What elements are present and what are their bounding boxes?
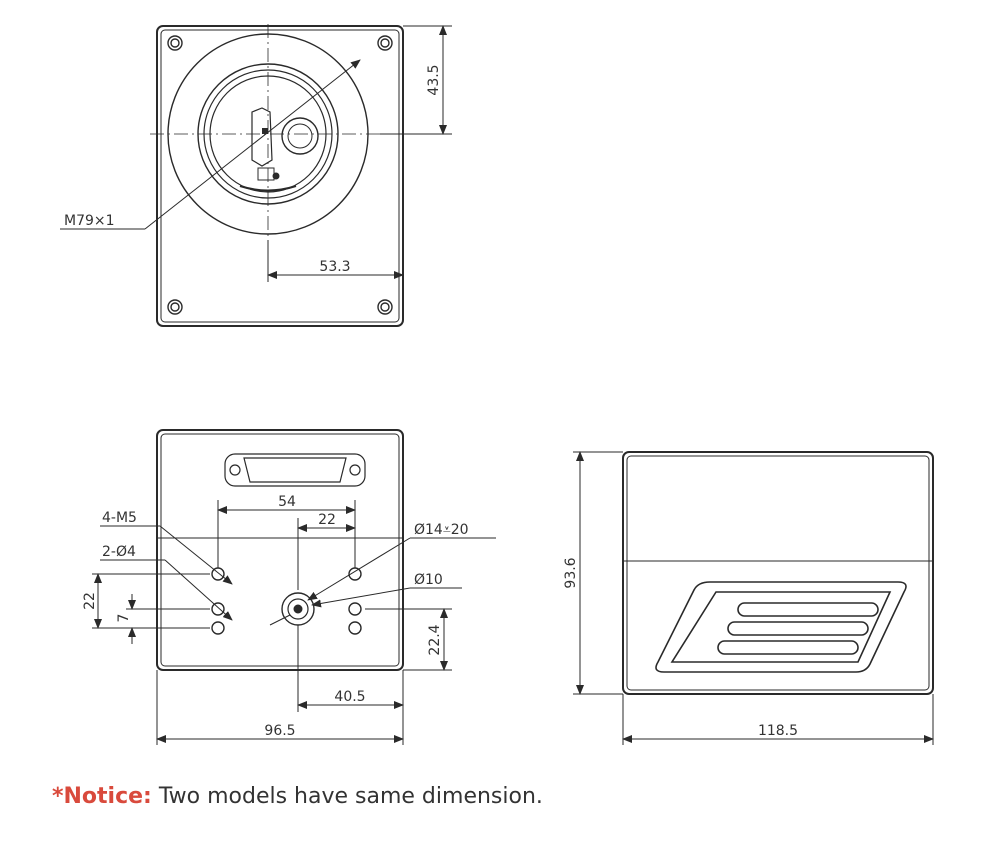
front-thread-label: M79×1 [64, 213, 115, 229]
rear-body-outline [156, 429, 404, 671]
corner-screws [167, 35, 393, 315]
rear-bore-label: Ø14⩡20 [414, 522, 469, 538]
front-dim-width-label: 53.3 [319, 259, 350, 275]
front-dim-height-label: 43.5 [426, 64, 442, 95]
rear-dim-7-label: 7 [116, 614, 132, 623]
rear-phi10-label: Ø10 [414, 572, 443, 588]
rear-dim-22-4-label: 22.4 [427, 624, 443, 655]
notice-text: Two models have same dimension. [158, 784, 543, 809]
heatsink-fin-logo [655, 581, 907, 673]
side-body-outline [622, 451, 934, 695]
notice-label: *Notice: [52, 784, 152, 809]
side-dim-length-label: 118.5 [758, 723, 798, 739]
notice-line: *Notice: Two models have same dimension. [52, 784, 543, 809]
db-connector [224, 453, 366, 487]
rear-dim-22-left-label: 22 [82, 592, 98, 610]
rear-dim-96-5-label: 96.5 [264, 723, 295, 739]
sensor-detail [239, 185, 297, 192]
rear-dim-22-top-label: 22 [318, 512, 336, 528]
rear-phi4-holes-label: 2-Ø4 [102, 544, 136, 560]
side-view [573, 451, 934, 745]
rear-dim-40-5-label: 40.5 [334, 689, 365, 705]
front-body-inner [160, 29, 400, 323]
rear-m5-holes-label: 4-M5 [102, 510, 137, 526]
rear-view [92, 429, 496, 745]
rear-dim-54-label: 54 [278, 494, 296, 510]
front-body-outline [156, 25, 404, 327]
front-centerlines [150, 24, 410, 280]
rear-center-bore [281, 592, 315, 626]
side-dim-height-label: 93.6 [563, 557, 579, 588]
front-view [60, 24, 452, 327]
rear-mounting-holes [211, 567, 362, 635]
